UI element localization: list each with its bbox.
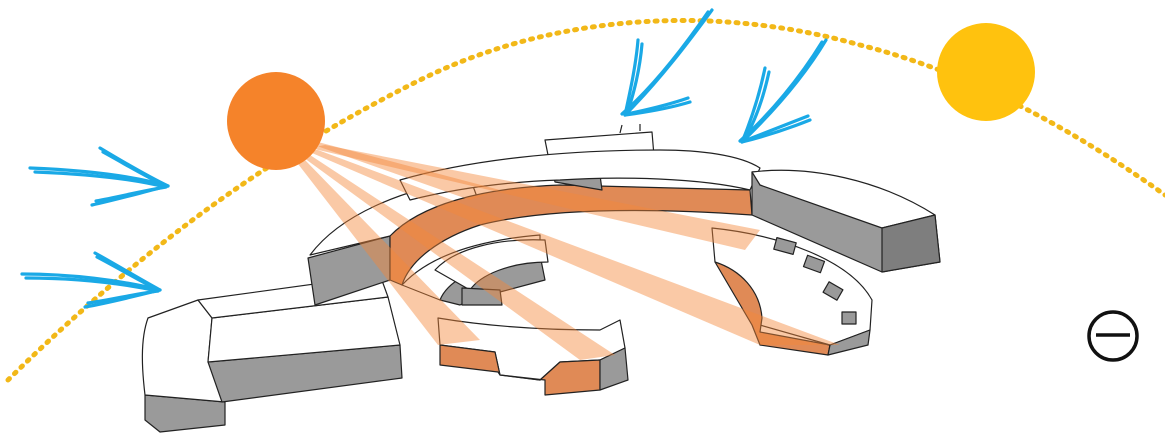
building-block-south (437, 317, 629, 396)
building-block-east (751, 169, 941, 273)
wind-arrow-icon-north-east (738, 38, 828, 144)
building-courtyard-ring (434, 239, 549, 306)
wind-arrow-icon-west-lower (20, 251, 162, 309)
sun-noon-icon (937, 23, 1035, 121)
building-block-southwest (141, 274, 403, 433)
sun-path-arc (5, 17, 1165, 383)
sun-ray-2 (310, 145, 760, 250)
sun-ray-5 (295, 160, 480, 345)
sun-ray-3 (305, 150, 840, 345)
sun-ray-1 (300, 140, 500, 200)
wind-arrow-icon-west-upper (28, 146, 170, 207)
sun-rays (295, 140, 840, 360)
sun-morning-icon (227, 72, 325, 170)
north-compass-icon (1087, 310, 1139, 362)
sun-ray-4 (300, 155, 615, 360)
wind-arrows (20, 8, 828, 309)
wind-arrow-icon-north-center (620, 8, 714, 117)
building-massing (141, 124, 941, 433)
building-block-east-ring (711, 227, 873, 356)
